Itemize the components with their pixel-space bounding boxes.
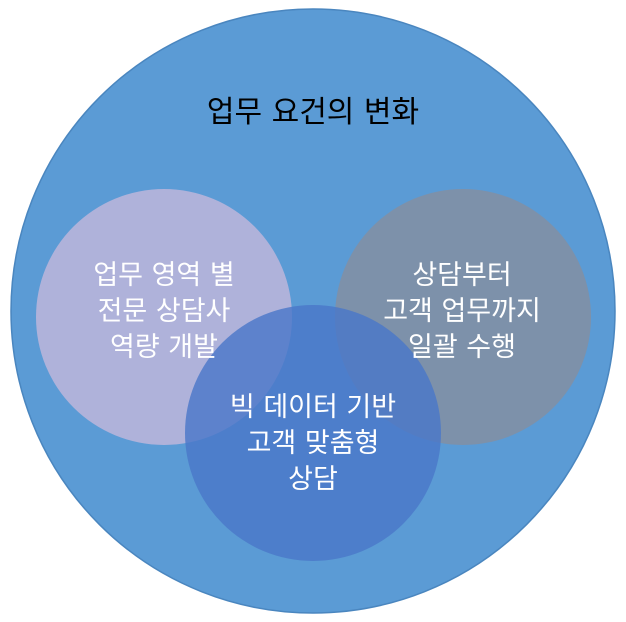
bottom-circle-line-2: 고객 맞춤형 — [247, 428, 380, 459]
bottom-circle — [185, 305, 441, 561]
bottom-circle-line-1: 빅 데이터 기반 — [230, 392, 396, 423]
left-circle-line-3: 역량 개발 — [110, 332, 218, 363]
bottom-circle-line-3: 상담 — [288, 464, 338, 495]
right-circle-line-1: 상담부터 — [412, 260, 511, 291]
left-circle-line-1: 업무 영역 별 — [93, 260, 234, 291]
left-circle-label: 업무 영역 별 전문 상담사 역량 개발 — [93, 260, 234, 363]
right-circle-label: 상담부터 고객 업무까지 일괄 수행 — [383, 260, 541, 363]
bottom-circle-label: 빅 데이터 기반 고객 맞춤형 상담 — [230, 392, 396, 495]
right-circle-line-3: 일괄 수행 — [408, 332, 516, 363]
left-circle-line-2: 전문 상담사 — [98, 296, 231, 327]
diagram-title: 업무 요건의 변화 — [207, 95, 419, 130]
right-circle-line-2: 고객 업무까지 — [383, 296, 541, 327]
